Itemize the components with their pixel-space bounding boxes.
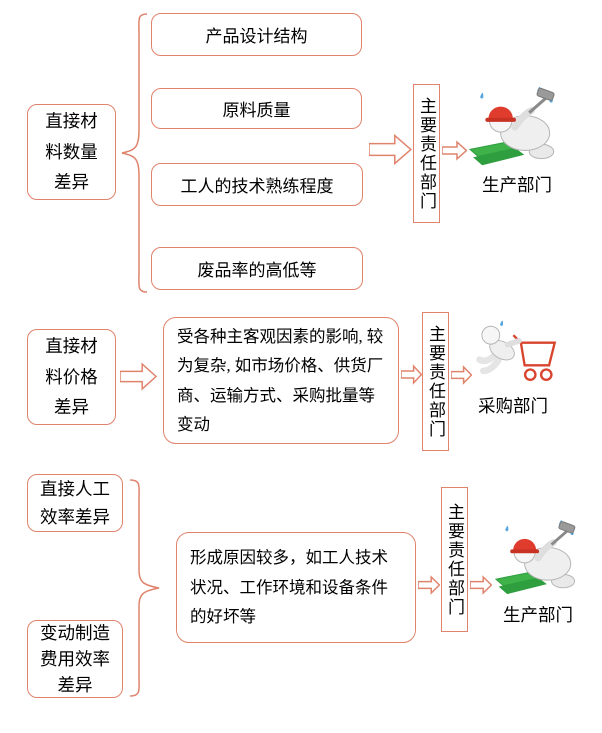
box-text-line: 直接人工 [40, 478, 110, 499]
right-arrow-icon [451, 365, 472, 385]
worker-hammering-image [494, 520, 576, 595]
cause-box-material-quality: 原料质量 [151, 88, 362, 129]
variance-box-overhead-efficiency: 变动制造 费用效率 差异 [27, 620, 123, 698]
responsible-dept-label-3: 主要责任部门 [441, 487, 468, 632]
cause-description-efficiency: 形成原因较多，如工人技术状况、工作环境和设备条件的好坏等 [176, 532, 416, 643]
right-arrow-icon [120, 361, 157, 392]
right-grouping-brace [127, 478, 163, 698]
variance-box-material-quantity: 直接材 料数量 差异 [27, 104, 116, 200]
box-text-line: 差异 [57, 675, 93, 696]
department-label-production: 生产部门 [503, 605, 573, 625]
variance-box-labor-efficiency: 直接人工 效率差异 [27, 474, 123, 532]
responsible-dept-label-1: 主要责任部门 [413, 84, 440, 223]
cause-box-worker-skill: 工人的技术熟练程度 [151, 163, 363, 206]
variance-box-material-price: 直接材 料价格 差异 [27, 329, 116, 425]
cause-box-scrap-rate: 废品率的高低等 [151, 247, 363, 290]
left-grouping-brace [117, 12, 150, 294]
person-pushing-cart-image [476, 320, 557, 382]
right-arrow-icon [401, 364, 422, 385]
right-arrow-icon [418, 575, 440, 595]
box-text-line: 变动制造 [40, 622, 110, 643]
box-text-line: 差异 [54, 172, 89, 193]
box-text-line: 效率差异 [40, 507, 110, 527]
box-text-line: 差异 [54, 397, 89, 418]
responsible-dept-label-2: 主要责任部门 [422, 312, 449, 451]
right-arrow-icon [470, 575, 492, 595]
box-text-line: 料数量 [45, 141, 98, 162]
cause-box-product-design: 产品设计结构 [151, 13, 362, 56]
right-arrow-icon [442, 140, 467, 161]
cause-description-price: 受各种主客观因素的影响, 较为复杂, 如市场价格、供货厂商、运输方式、采购批量等… [163, 317, 399, 444]
department-label-procurement: 采购部门 [478, 396, 548, 416]
department-label-production: 生产部门 [482, 175, 552, 195]
worker-hammering-image [468, 86, 555, 166]
box-text-line: 费用效率 [40, 648, 110, 669]
box-text-line: 直接材 [45, 111, 98, 132]
right-arrow-icon [369, 132, 412, 167]
box-text-line: 直接材 [45, 336, 98, 357]
box-text-line: 料价格 [45, 366, 98, 387]
